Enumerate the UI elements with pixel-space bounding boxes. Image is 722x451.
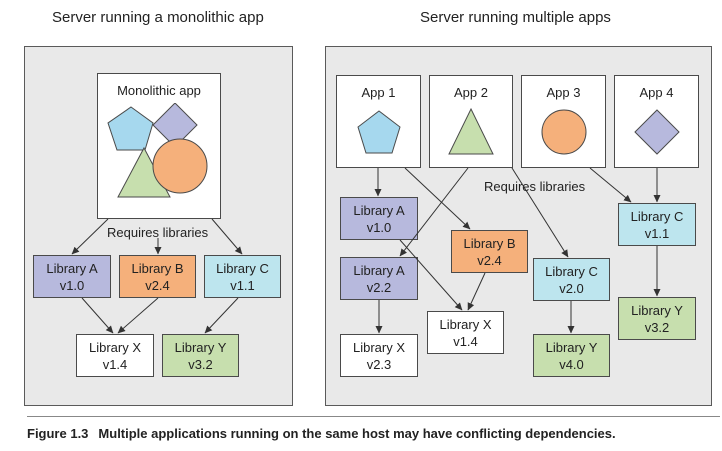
right-library-x-v14: Library X v1.4 bbox=[427, 311, 504, 354]
library-version: v2.3 bbox=[366, 356, 392, 372]
circle-icon bbox=[152, 138, 208, 194]
arrow bbox=[399, 167, 469, 257]
left-library-x: Library X v1.4 bbox=[76, 334, 154, 377]
arrow bbox=[467, 272, 486, 311]
library-version: v1.1 bbox=[230, 277, 255, 293]
arrow bbox=[404, 167, 471, 230]
library-name: Library Y bbox=[174, 339, 227, 355]
library-name: Library X bbox=[439, 316, 492, 332]
library-name: Library C bbox=[216, 260, 269, 276]
figure-caption: Figure 1.3 Multiple applications running … bbox=[27, 426, 616, 441]
library-version: v1.0 bbox=[59, 277, 85, 293]
arrow bbox=[589, 167, 632, 203]
right-library-a-v2: Library A v2.2 bbox=[340, 257, 418, 300]
library-name: Library X bbox=[352, 339, 406, 355]
library-version: v1.1 bbox=[644, 225, 670, 241]
library-name: Library B bbox=[131, 260, 184, 276]
triangle-icon bbox=[448, 107, 494, 155]
left-library-y: Library Y v3.2 bbox=[162, 334, 239, 377]
arrow bbox=[81, 297, 114, 334]
library-version: v2.4 bbox=[145, 277, 170, 293]
right-library-a-v1: Library A v1.0 bbox=[340, 197, 418, 240]
library-version: v1.4 bbox=[102, 356, 128, 372]
library-version: v3.2 bbox=[188, 356, 213, 372]
right-panel-title: Server running multiple apps bbox=[420, 9, 611, 26]
library-name: Library Y bbox=[545, 339, 598, 355]
right-library-y-v40: Library Y v4.0 bbox=[533, 334, 610, 377]
library-name: Library A bbox=[353, 262, 405, 278]
right-library-c-v20: Library C v2.0 bbox=[533, 258, 610, 301]
library-name: Library A bbox=[46, 260, 98, 276]
right-requires-libraries-label: Requires libraries bbox=[484, 179, 586, 194]
library-name: Library X bbox=[88, 339, 142, 355]
left-library-c: Library C v1.1 bbox=[204, 255, 281, 298]
arrow bbox=[511, 167, 569, 258]
monolithic-app-shapes bbox=[107, 103, 208, 198]
left-library-a: Library A v1.0 bbox=[33, 255, 111, 298]
library-name: Library C bbox=[630, 208, 684, 224]
library-name: Library A bbox=[353, 202, 405, 218]
left-panel-title: Server running a monolithic app bbox=[52, 9, 264, 26]
arrow bbox=[204, 297, 239, 334]
library-version: v2.4 bbox=[477, 252, 502, 268]
figure-caption-text: Multiple applications running on the sam… bbox=[98, 426, 616, 441]
right-library-c-v11: Library C v1.1 bbox=[618, 203, 696, 246]
library-version: v4.0 bbox=[559, 356, 584, 372]
library-name: Library Y bbox=[631, 302, 683, 318]
library-version: v2.0 bbox=[559, 280, 584, 296]
figure-number: Figure 1.3 bbox=[27, 426, 89, 441]
arrow bbox=[211, 218, 243, 255]
caption-rule bbox=[27, 416, 720, 417]
app-1-box: App 1 bbox=[336, 75, 421, 168]
right-library-b: Library B v2.4 bbox=[451, 230, 528, 273]
library-version: v1.4 bbox=[453, 333, 478, 349]
app-label: App 1 bbox=[361, 85, 396, 100]
library-name: Library B bbox=[463, 235, 516, 251]
left-requires-libraries-label: Requires libraries bbox=[107, 225, 209, 240]
arrow bbox=[117, 297, 159, 334]
library-version: v1.0 bbox=[366, 219, 392, 235]
app-3-box: App 3 bbox=[521, 75, 606, 168]
app-2-box: App 2 bbox=[429, 75, 513, 168]
app-4-box: App 4 bbox=[614, 75, 699, 168]
monolithic-app-label: Monolithic app bbox=[117, 83, 201, 98]
app-label: App 3 bbox=[546, 85, 581, 100]
left-library-b: Library B v2.4 bbox=[119, 255, 196, 298]
arrow bbox=[399, 239, 463, 311]
pentagon-icon bbox=[356, 110, 401, 154]
library-name: Library C bbox=[545, 263, 598, 279]
pentagon-icon bbox=[107, 106, 154, 151]
library-version: v3.2 bbox=[644, 319, 670, 335]
app-label: App 2 bbox=[454, 85, 488, 100]
library-version: v2.2 bbox=[366, 279, 392, 295]
diamond-icon bbox=[633, 109, 680, 155]
right-library-x-v23: Library X v2.3 bbox=[340, 334, 418, 377]
app-label: App 4 bbox=[639, 85, 674, 100]
arrow bbox=[71, 218, 109, 255]
circle-icon bbox=[541, 109, 586, 155]
right-library-y-v32: Library Y v3.2 bbox=[618, 297, 696, 340]
